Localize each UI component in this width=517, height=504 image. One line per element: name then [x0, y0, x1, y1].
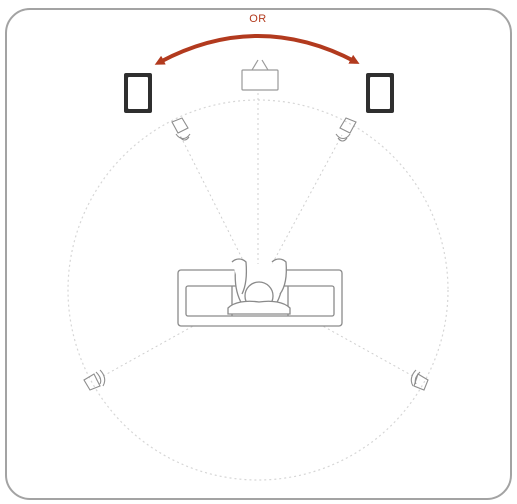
front-left-surround-speaker: [171, 117, 191, 141]
left-speaker-option: [124, 73, 152, 113]
or-label: OR: [249, 13, 267, 25]
television: [241, 59, 279, 91]
rear-left-surround-speaker: [83, 369, 106, 391]
listening-circle: [67, 99, 449, 481]
right-speaker-option: [366, 73, 394, 113]
front-right-surround-speaker: [335, 117, 357, 142]
rear-right-surround-speaker: [410, 369, 429, 391]
listener: [227, 258, 291, 315]
swap-arrow: [154, 34, 360, 65]
